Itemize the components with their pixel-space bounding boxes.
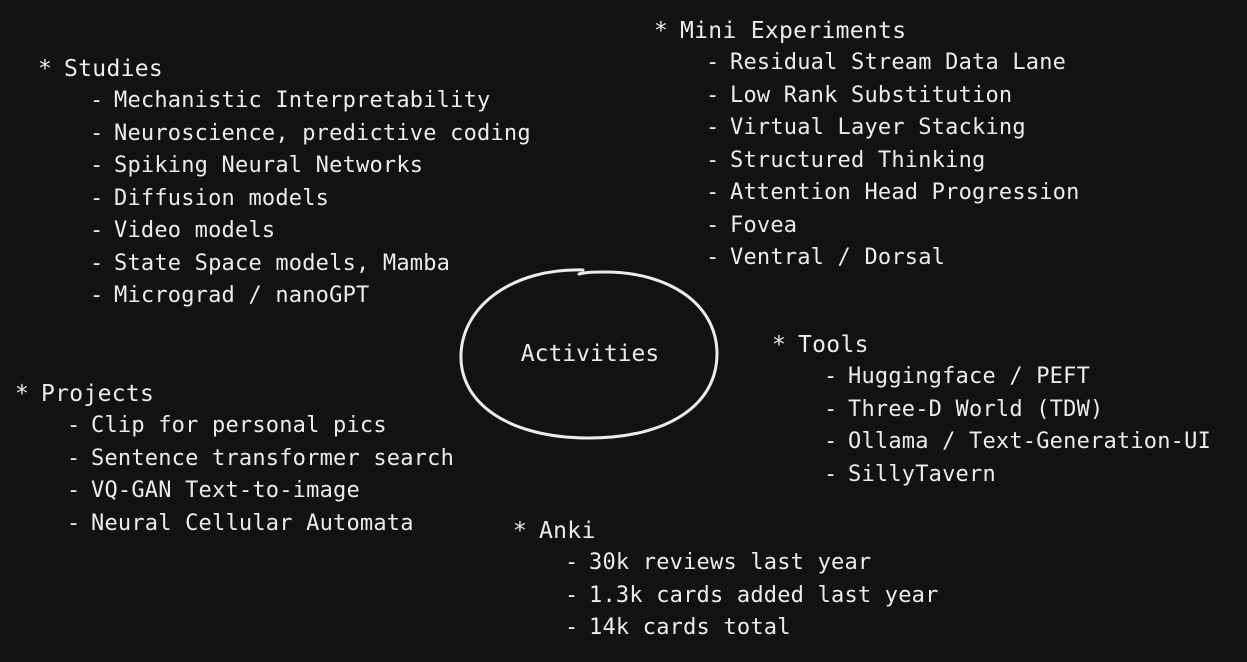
list-item: -Low Rank Substitution (706, 82, 1013, 108)
list-item: -State Space models, Mamba (90, 250, 451, 276)
studies-list: -Mechanistic Interpretability -Neuroscie… (90, 85, 531, 313)
studies-title: Studies (64, 56, 164, 82)
list-item: -Sentence transformer search (67, 445, 455, 471)
asterisk-bullet-icon: * (38, 56, 53, 82)
anki-list: -30k reviews last year -1.3k cards added… (565, 547, 939, 645)
studies-heading: * Studies (38, 53, 531, 85)
list-item: -Three-D World (TDW) (824, 396, 1104, 422)
asterisk-bullet-icon: * (654, 18, 669, 44)
list-item: -Neuroscience, predictive coding (90, 120, 531, 146)
anki-heading: * Anki (513, 515, 939, 547)
list-item: -Virtual Layer Stacking (706, 115, 1026, 140)
list-item: -Mechanistic Interpretability (90, 88, 491, 113)
asterisk-bullet-icon: * (15, 381, 30, 407)
tools-list: -Huggingface / PEFT -Three-D World (TDW)… (824, 361, 1211, 491)
center-ellipse-shape (459, 268, 719, 440)
list-item: -Ventral / Dorsal (706, 245, 946, 270)
list-item: -Video models (90, 218, 276, 243)
list-item: -14k cards total (565, 615, 791, 640)
tools-group: * Tools -Huggingface / PEFT -Three-D Worl… (772, 329, 1211, 491)
list-item: -Residual Stream Data Lane (706, 50, 1067, 75)
list-item: -Micrograd / nanoGPT (90, 283, 370, 308)
list-item: -Fovea (706, 212, 798, 238)
mini-experiments-heading: * Mini Experiments (654, 15, 1080, 47)
center-label: Activities (520, 341, 660, 367)
list-item: -Diffusion models (90, 185, 330, 211)
list-item: -Huggingface / PEFT (824, 364, 1091, 389)
list-item: -Attention Head Progression (706, 180, 1080, 205)
list-item: -Spiking Neural Networks (90, 153, 424, 178)
list-item: -Structured Thinking (706, 147, 986, 173)
list-item: -SillyTavern (824, 461, 996, 487)
list-item: -Ollama / Text-Generation-UI (824, 429, 1212, 454)
list-item: -1.3k cards added last year (565, 582, 939, 608)
projects-heading: * Projects (15, 378, 454, 410)
anki-group: * Anki -30k reviews last year -1.3k cards… (513, 515, 939, 645)
asterisk-bullet-icon: * (772, 332, 787, 358)
projects-group: * Projects -Clip for personal pics -Sente… (15, 378, 454, 540)
list-item: -Clip for personal pics (67, 413, 387, 438)
anki-title: Anki (539, 518, 596, 544)
asterisk-bullet-icon: * (513, 518, 528, 544)
studies-group: * Studies -Mechanistic Interpretability -… (38, 53, 531, 313)
list-item: -VQ-GAN Text-to-image (67, 478, 360, 503)
projects-title: Projects (41, 381, 155, 407)
list-item: -Neural Cellular Automata (67, 510, 414, 536)
mini-experiments-list: -Residual Stream Data Lane -Low Rank Sub… (706, 47, 1080, 275)
mini-experiments-title: Mini Experiments (680, 18, 907, 44)
tools-heading: * Tools (772, 329, 1211, 361)
projects-list: -Clip for personal pics -Sentence transf… (67, 410, 454, 540)
tools-title: Tools (798, 332, 869, 358)
list-item: -30k reviews last year (565, 550, 872, 575)
mini-experiments-group: * Mini Experiments -Residual Stream Data … (654, 15, 1080, 275)
